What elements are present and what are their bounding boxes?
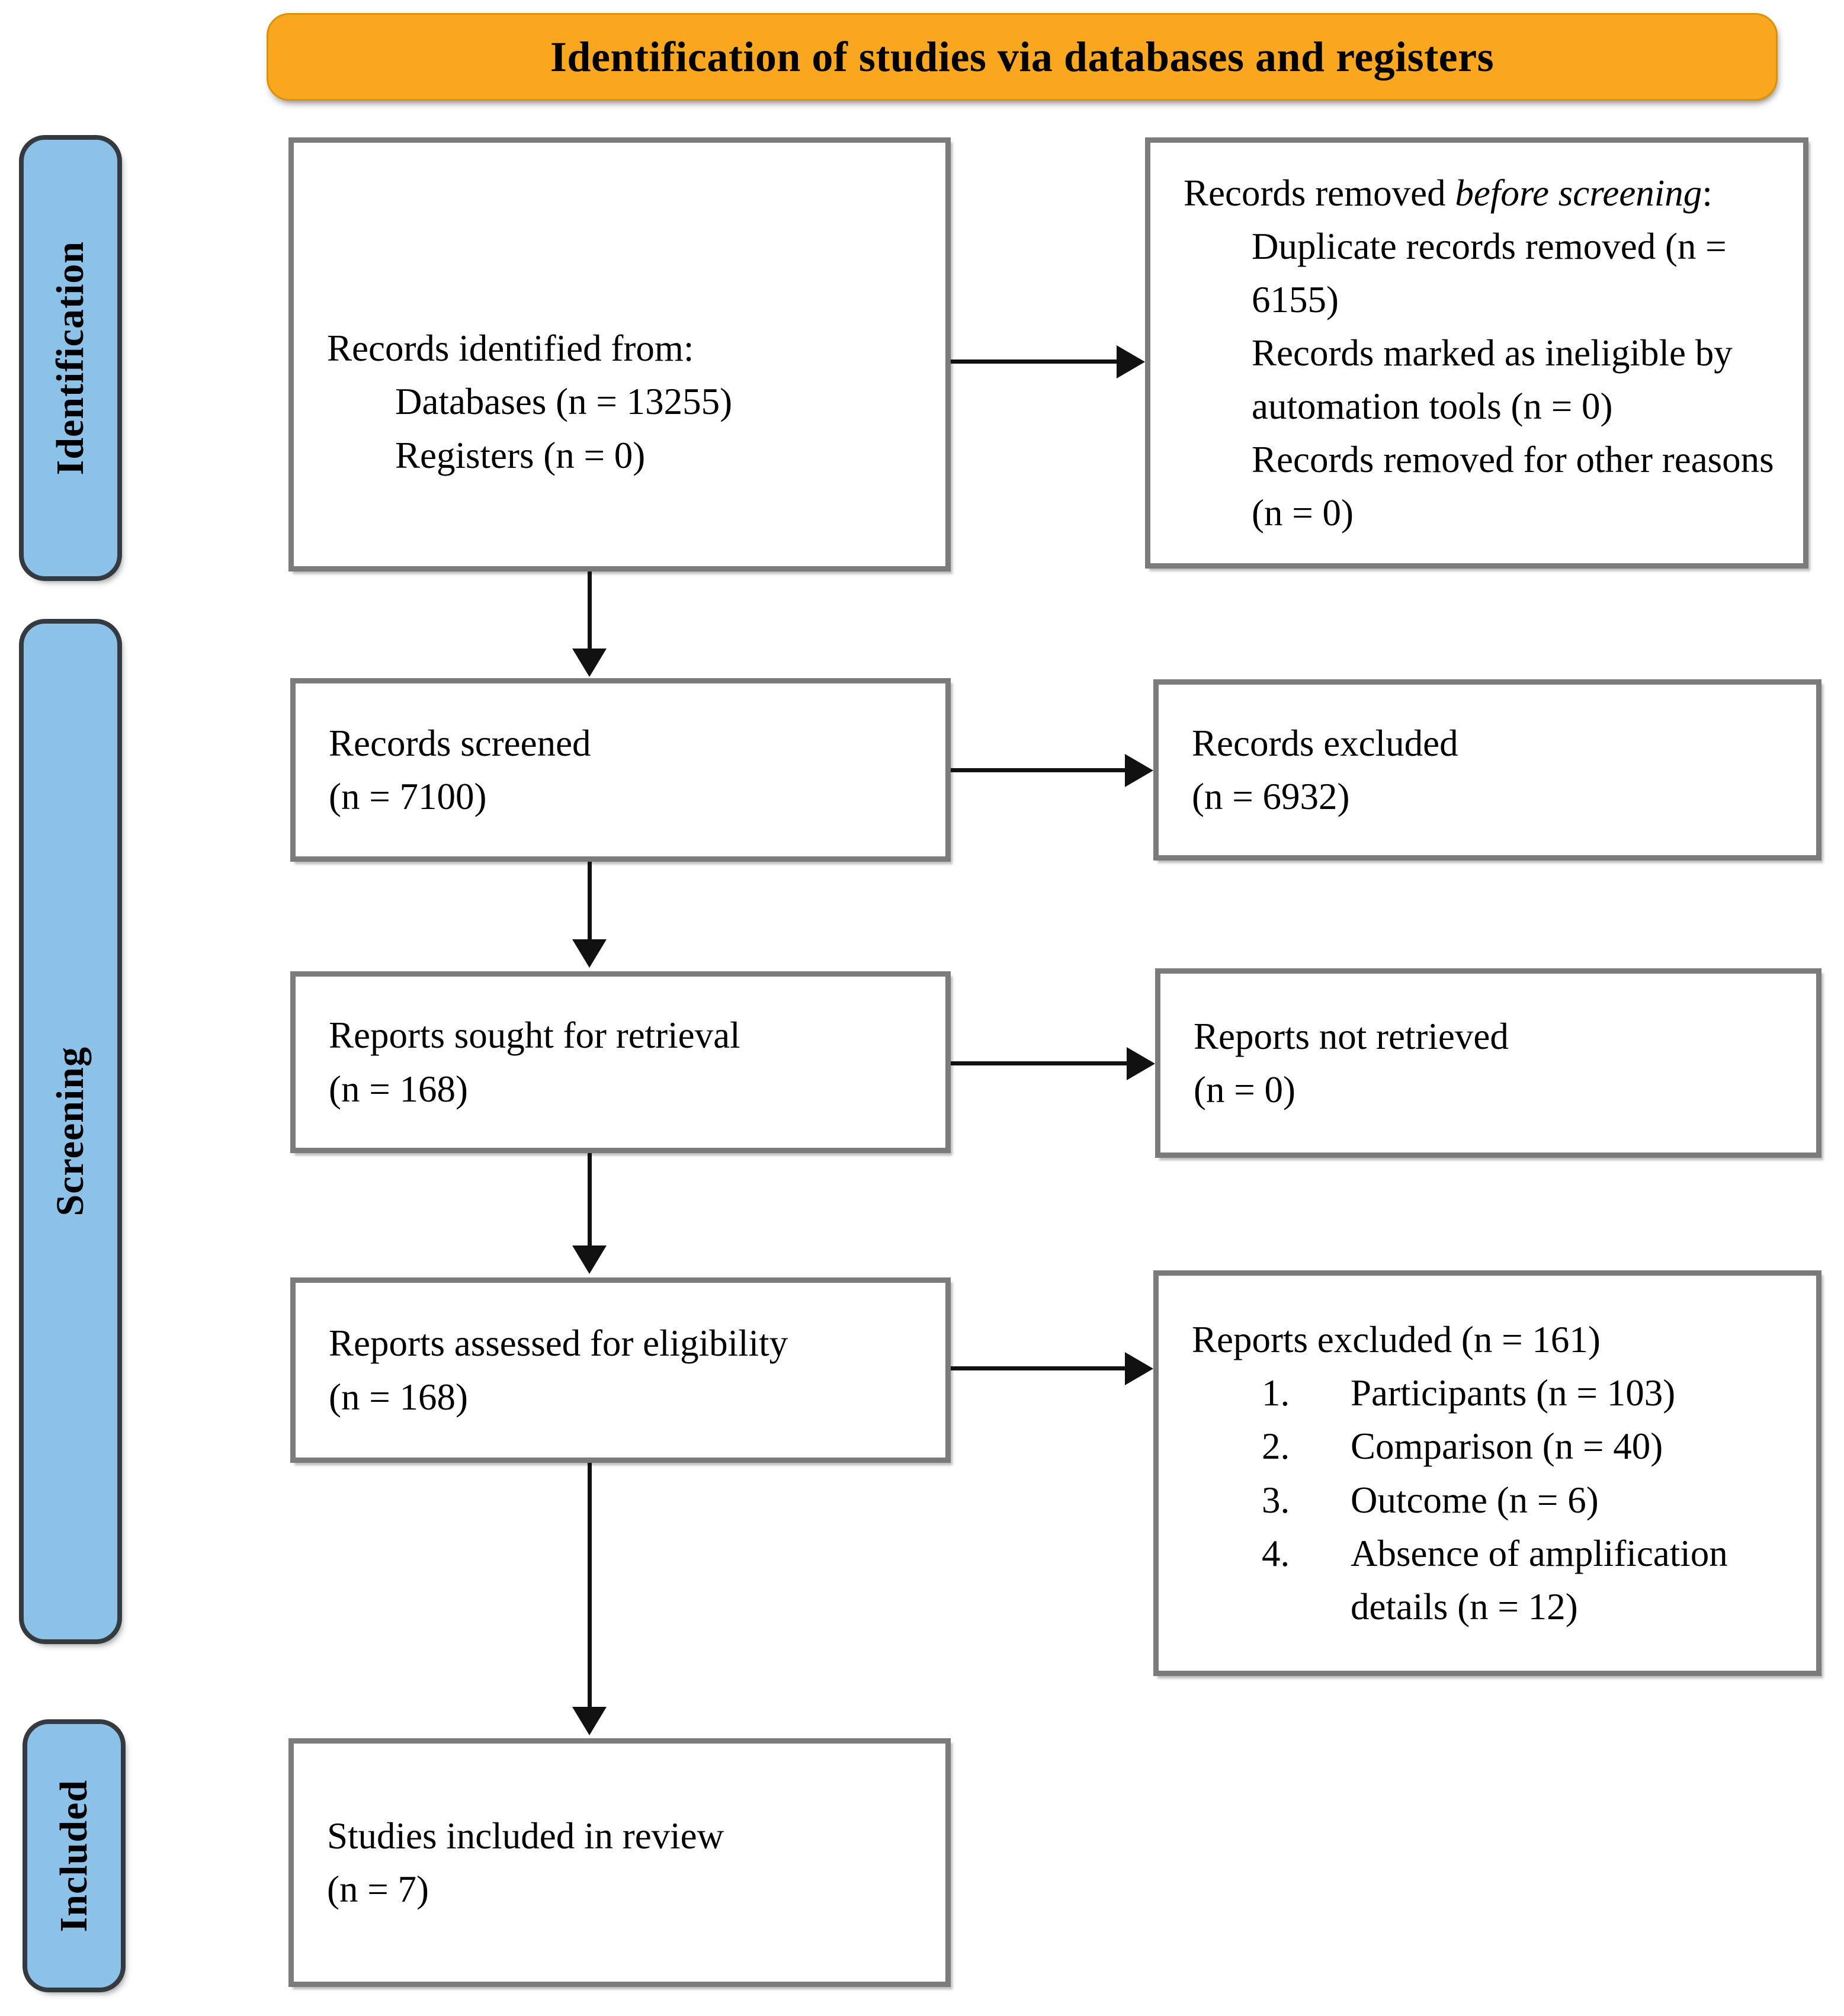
sidebar-rail-identification: Identification (19, 135, 122, 581)
list-text: Comparison (n = 40) (1351, 1426, 1663, 1468)
reports-excluded-item-amplification: 4. Absence of amplification details (n =… (1262, 1527, 1792, 1633)
reports-excluded-item-outcome: 3. Outcome (n = 6) (1262, 1474, 1792, 1527)
arrow-line (588, 1463, 592, 1709)
reports-excluded-item-participants: 1. Participants (n = 103) (1262, 1366, 1792, 1420)
records-screened-line2: (n = 7100) (329, 776, 487, 817)
box-studies-included: Studies included in review (n = 7) (288, 1738, 951, 1987)
reports-excluded-title: Reports excluded (n = 161) (1192, 1319, 1601, 1361)
box-reports-assessed: Reports assessed for eligibility (n = 16… (290, 1277, 951, 1463)
arrow-head (572, 1245, 607, 1274)
records-identified-line3: Registers (n = 0) (395, 434, 646, 476)
list-number: 3. (1262, 1479, 1290, 1521)
records-removed-intro-normal: Records removed (1184, 172, 1455, 214)
records-identified-line1: Records identified from: (327, 328, 694, 370)
list-number: 2. (1262, 1426, 1290, 1468)
arrow-head (572, 649, 607, 677)
list-number: 1. (1262, 1372, 1290, 1414)
banner: Identification of studies via databases … (267, 13, 1778, 101)
arrow-head (1125, 754, 1153, 787)
records-removed-intro-colon: : (1702, 172, 1712, 214)
arrow-line (951, 768, 1127, 772)
records-excluded-line2: (n = 6932) (1192, 776, 1350, 817)
records-identified-line2: Databases (n = 13255) (395, 381, 733, 423)
arrow-head (1125, 1352, 1153, 1385)
records-removed-item-automation: Records marked as ineligible by automati… (1252, 332, 1733, 428)
reports-assessed-line2: (n = 168) (329, 1376, 468, 1418)
sidebar-rail-screening: Screening (19, 619, 122, 1644)
banner-title: Identification of studies via databases … (550, 33, 1495, 81)
arrow-line (588, 1153, 592, 1248)
list-text: Outcome (n = 6) (1351, 1479, 1599, 1521)
box-records-screened: Records screened (n = 7100) (290, 678, 951, 862)
records-removed-item-duplicates: Duplicate records removed (n = 6155) (1252, 225, 1727, 320)
records-screened-line1: Records screened (329, 722, 591, 764)
reports-not-retrieved-line1: Reports not retrieved (1194, 1015, 1509, 1057)
list-number: 4. (1262, 1532, 1290, 1574)
box-records-excluded: Records excluded (n = 6932) (1153, 679, 1821, 861)
list-text: Participants (n = 103) (1351, 1372, 1676, 1414)
reports-assessed-line1: Reports assessed for eligibility (329, 1322, 788, 1365)
box-reports-excluded: Reports excluded (n = 161) 1. Participan… (1153, 1270, 1821, 1676)
rail-label-screening: Screening (49, 1046, 92, 1216)
reports-sought-line1: Reports sought for retrieval (329, 1015, 740, 1057)
rail-label-identification: Identification (49, 240, 92, 476)
box-records-removed: Records removed before screening: Duplic… (1145, 137, 1808, 569)
arrow-head (572, 1707, 607, 1735)
arrow-head (572, 939, 607, 968)
records-removed-intro-italic: before screening (1455, 172, 1702, 214)
rail-label-included: Included (52, 1779, 95, 1932)
records-removed-intro: Records removed before screening: (1184, 166, 1779, 220)
arrow-line (588, 862, 592, 942)
arrow-line (588, 572, 592, 651)
box-reports-sought: Reports sought for retrieval (n = 168) (290, 971, 951, 1153)
arrow-head (1127, 1047, 1155, 1080)
arrow-head (1117, 345, 1145, 378)
sidebar-rail-included: Included (23, 1719, 126, 1992)
studies-included-line2: (n = 7) (327, 1869, 429, 1910)
studies-included-line1: Studies included in review (327, 1815, 724, 1857)
list-text: Absence of amplification details (n = 12… (1351, 1532, 1728, 1627)
arrow-line (951, 1366, 1127, 1370)
arrow-line (951, 1061, 1128, 1065)
reports-excluded-item-comparison: 2. Comparison (n = 40) (1262, 1420, 1792, 1473)
box-reports-not-retrieved: Reports not retrieved (n = 0) (1155, 968, 1821, 1158)
records-excluded-line1: Records excluded (1192, 722, 1458, 764)
records-removed-item-other: Records removed for other reasons (n = 0… (1252, 439, 1774, 534)
arrow-line (951, 359, 1118, 364)
reports-not-retrieved-line2: (n = 0) (1194, 1069, 1295, 1110)
reports-sought-line2: (n = 168) (329, 1068, 468, 1110)
box-records-identified: Records identified from: Databases (n = … (288, 137, 951, 572)
